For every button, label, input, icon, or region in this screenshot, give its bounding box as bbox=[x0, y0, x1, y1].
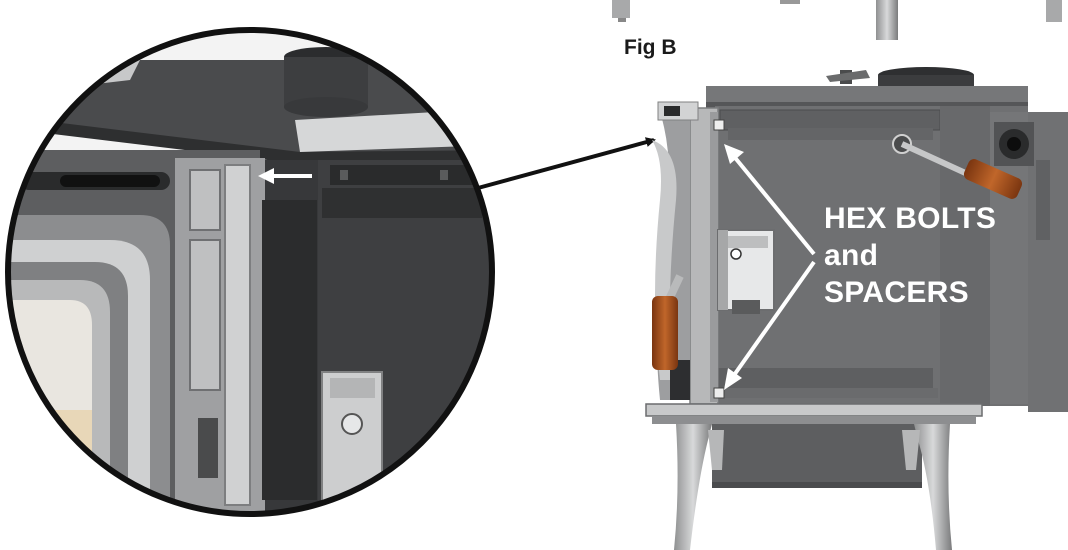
magnified-detail bbox=[5, 27, 495, 517]
callout-arrows bbox=[724, 144, 816, 390]
figure-label: Fig B bbox=[624, 36, 677, 59]
arrow-icon-upper bbox=[730, 152, 816, 256]
arrow-icon bbox=[258, 168, 312, 184]
stove-icon bbox=[612, 0, 1068, 550]
hex-bolts-callout: HEX BOLTS and SPACERS bbox=[824, 200, 996, 311]
callout-line-3: SPACERS bbox=[824, 276, 969, 309]
callout-line-1: HEX BOLTS bbox=[824, 202, 997, 235]
arrow-icon-lower bbox=[730, 260, 816, 380]
pointer-arrow bbox=[477, 137, 656, 190]
callout-line-2: and bbox=[824, 239, 879, 272]
